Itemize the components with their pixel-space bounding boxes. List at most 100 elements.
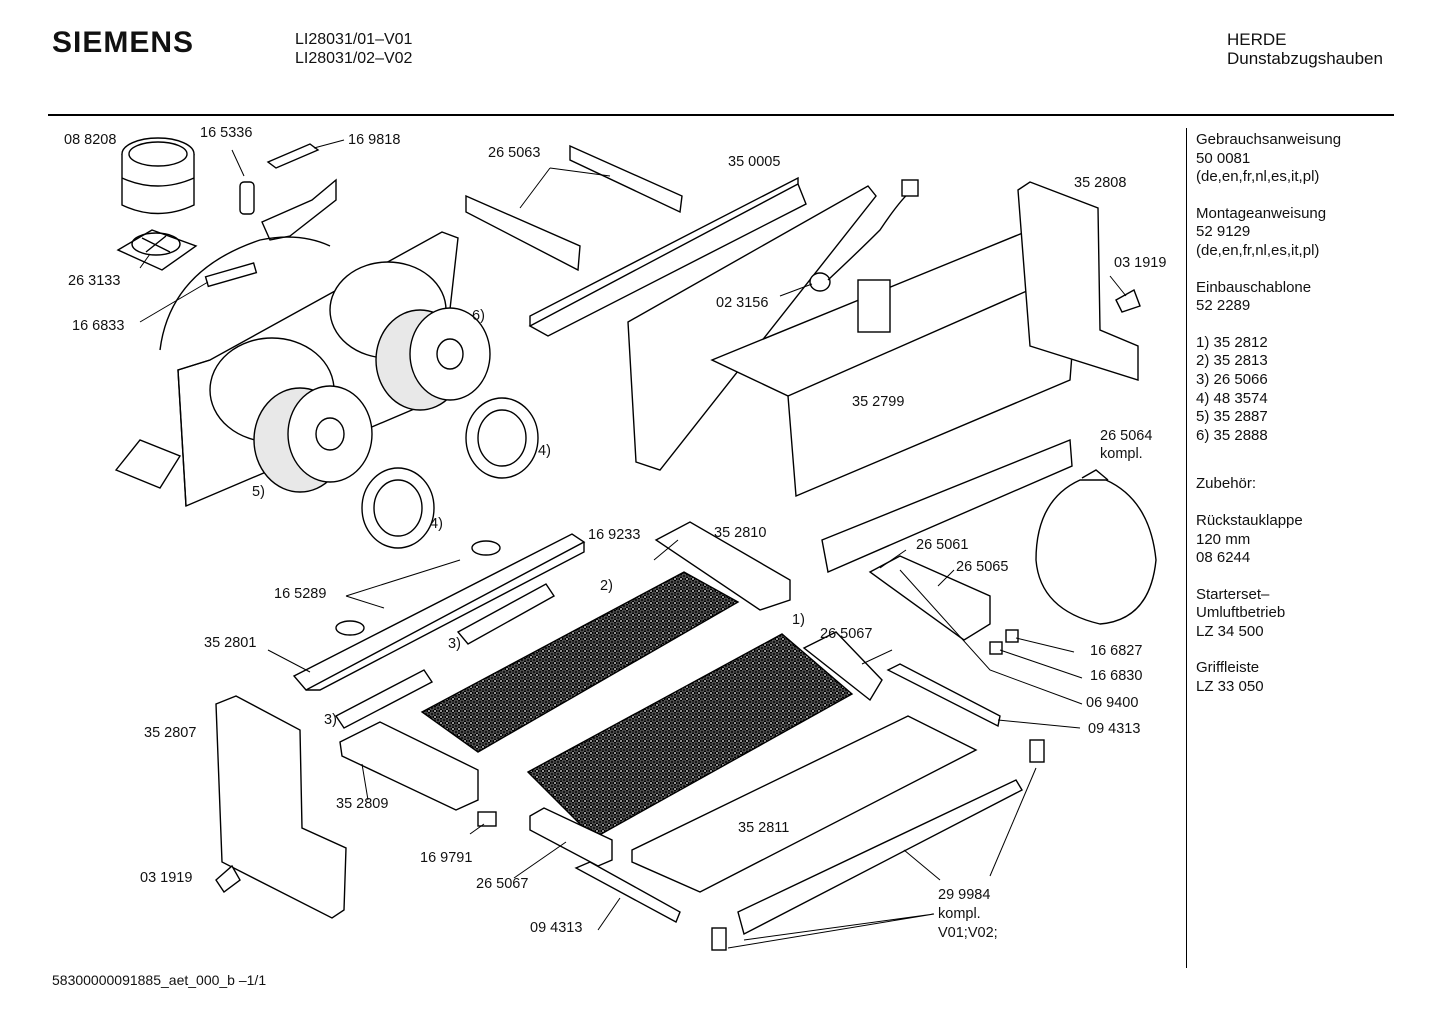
part-label: 3) [324,712,337,728]
sidebar-line: Gebrauchsanweisung [1196,131,1342,148]
part-label: 16 5289 [274,586,327,602]
exploded-parts-drawing [114,137,1157,951]
part-label: kompl. [938,906,981,922]
part-label: 16 5336 [200,125,253,141]
clip-part [477,811,497,827]
hood-body-part [627,185,1081,573]
sidebar-block: Gebrauchsanweisung 50 0081 (de,en,fr,nl,… [1196,131,1341,187]
filter-frame-part [654,521,791,611]
part-label: 02 3156 [716,295,769,311]
part-label: 03 1919 [1114,255,1167,271]
sidebar-line: 3) 26 5066 [1196,370,1268,388]
handle-strip-part [737,779,1023,936]
connector-part [1005,629,1019,643]
part-label: 2) [600,578,613,594]
part-label: 16 6827 [1090,643,1143,659]
part-label: 26 5064 [1100,428,1153,444]
sidebar-block: Starterset– Umluftbetrieb LZ 34 500 [1196,586,1341,642]
category: HERDE [1227,30,1287,49]
part-label: 35 2799 [852,394,905,410]
part-label: 3) [448,636,461,652]
front-rail-part [528,176,807,337]
sidebar-divider [1186,128,1187,968]
backflow-valve-part [116,229,198,271]
guide-rail-part [886,663,1001,728]
fan-wheel-part [253,307,491,493]
sidebar-line: 52 9129 [1196,223,1251,241]
part-label: 03 1919 [140,870,193,886]
part-label: 06 9400 [1086,695,1139,711]
bottom-panel-part [631,715,978,893]
strip-part [802,631,883,702]
part-label: 1) [792,612,805,628]
sidebar-line: LZ 33 050 [1196,678,1264,696]
part-label: kompl. [1100,446,1143,462]
duct-connector-part [121,137,195,215]
part-label: 16 9791 [420,850,473,866]
sidebar-line: (de,en,fr,nl,es,it,pl) [1196,241,1320,259]
part-label: 35 0005 [728,154,781,170]
part-label: 29 9984 [938,887,991,903]
part-label: 35 2811 [738,820,790,836]
clip-part [1115,288,1141,313]
lamp-cover-part [456,583,556,645]
sidebar-block: Zubehör: [1196,475,1341,494]
header-rule [48,114,1394,116]
part-label: 4) [430,516,443,532]
sidebar-line: Zubehör: [1196,475,1257,493]
sidebar-line: 6) 35 2888 [1196,426,1268,444]
ballast-part [868,555,991,641]
sidebar-block: Einbauschablone 52 2289 [1196,279,1341,316]
sidebar-line: 120 mm [1196,530,1251,548]
sidebar-line: Starterset– [1196,585,1270,603]
documentation-sidebar: Gebrauchsanweisung 50 0081 (de,en,fr,nl,… [1196,131,1341,715]
part-label: 35 2808 [1074,175,1127,191]
brand-logo: SIEMENS [52,26,195,59]
side-panel-part [215,695,347,919]
sidebar-line: Griffleiste [1196,659,1260,677]
part-label: 5) [252,484,265,500]
switch-assembly-part [204,143,337,288]
part-label: 16 6830 [1090,668,1143,684]
lamp-cover-part [334,669,434,729]
sidebar-line: 2) 35 2813 [1196,352,1268,370]
sidebar-line: 4) 48 3574 [1196,389,1268,407]
guide-rail-part [574,861,681,923]
part-label: V01;V02; [938,925,998,941]
strip-part [529,807,613,867]
screw-bag-part [1035,469,1157,625]
sidebar-line: Umluftbetrieb [1196,604,1286,622]
power-plug-part [809,179,919,292]
part-label: 16 9233 [588,527,641,543]
clip-part [215,864,241,894]
lamp-part [335,540,501,636]
sidebar-line: 1) 35 2812 [1196,333,1268,351]
part-label: 4) [538,443,551,459]
part-label: 26 3133 [68,273,121,289]
sidebar-line: LZ 34 500 [1196,622,1264,640]
sidebar-block: 1) 35 2812 2) 35 2813 3) 26 5066 4) 48 3… [1196,334,1341,446]
part-label: 16 9818 [348,132,401,148]
mount-profile-part [339,721,479,811]
part-label: 35 2810 [714,525,767,541]
subcategory: Dunstabzugshauben [1227,49,1383,68]
sidebar-line: 08 6244 [1196,549,1251,567]
document-footer: 58300000091885_aet_000_b –1/1 [52,972,267,988]
mounting-bracket-part [465,144,683,272]
model-number: LI28031/01–V01 [295,31,413,48]
category-heading: HERDE Dunstabzugshauben [1227,30,1383,68]
sidebar-line: 5) 35 2887 [1196,408,1268,426]
model-numbers: LI28031/01–V01 LI28031/02–V02 [295,30,412,68]
part-label: 26 5061 [916,537,969,553]
part-label: 26 5067 [476,876,529,892]
part-label: 35 2801 [204,635,257,651]
end-cap-part [1029,739,1045,763]
part-label: 09 4313 [530,920,583,936]
part-label: 08 8208 [64,132,117,148]
sidebar-line: (de,en,fr,nl,es,it,pl) [1196,168,1320,186]
part-label: 35 2809 [336,796,389,812]
sidebar-block: Rückstauklappe 120 mm 08 6244 [1196,512,1341,568]
sidebar-block: Montageanweisung 52 9129 (de,en,fr,nl,es… [1196,205,1341,261]
end-cap-part [711,927,727,951]
sidebar-line: Montageanweisung [1196,204,1327,222]
